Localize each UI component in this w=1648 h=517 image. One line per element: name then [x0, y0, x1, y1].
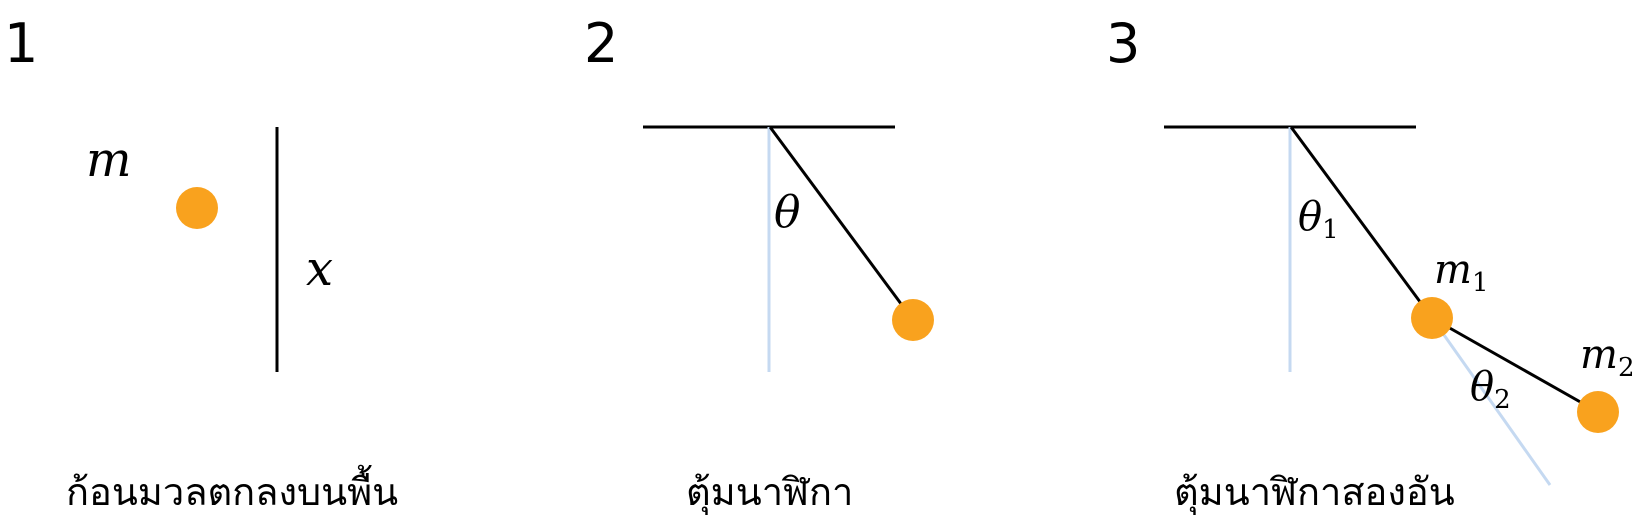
angle-label-theta2: θ2	[1470, 364, 1511, 415]
angle-label-theta1: θ1	[1298, 194, 1339, 245]
pendulum-rod	[768, 126, 915, 321]
caption-falling-mass: ก้อนมวลตกลงบนพื้น	[66, 464, 398, 514]
upper-pendulum-bob	[1411, 297, 1453, 339]
pendulum-bob	[892, 299, 934, 341]
upper-pendulum-rod	[1289, 126, 1434, 319]
panel-number-1: 1	[4, 12, 38, 75]
mass-label: m	[86, 132, 132, 188]
extended-reference-line	[1430, 317, 1552, 486]
caption-simple-pendulum: ตุ้มนาฬิกา	[686, 470, 853, 515]
panel-number-2: 2	[584, 12, 618, 75]
mass-label-m1: m1	[1434, 247, 1488, 298]
caption-double-pendulum: ตุ้มนาฬิกาสองอัน	[1174, 470, 1455, 515]
angle-label-theta: θ	[774, 187, 801, 238]
falling-mass	[176, 187, 218, 229]
panel-falling-mass: 1 m x ก้อนมวลตกลงบนพื้น	[4, 12, 398, 514]
lower-pendulum-rod	[1431, 316, 1599, 414]
lower-pendulum-bob	[1577, 391, 1619, 433]
panel-simple-pendulum: 2 θ ตุ้มนาฬิกา	[584, 12, 934, 515]
panel-double-pendulum: 3 θ1 m1 θ2 m2 ตุ้มนาฬิกาสองอัน	[1106, 12, 1634, 515]
axis-label-x: x	[306, 241, 333, 297]
mass-label-m2: m2	[1580, 332, 1634, 383]
panel-number-3: 3	[1106, 12, 1140, 75]
